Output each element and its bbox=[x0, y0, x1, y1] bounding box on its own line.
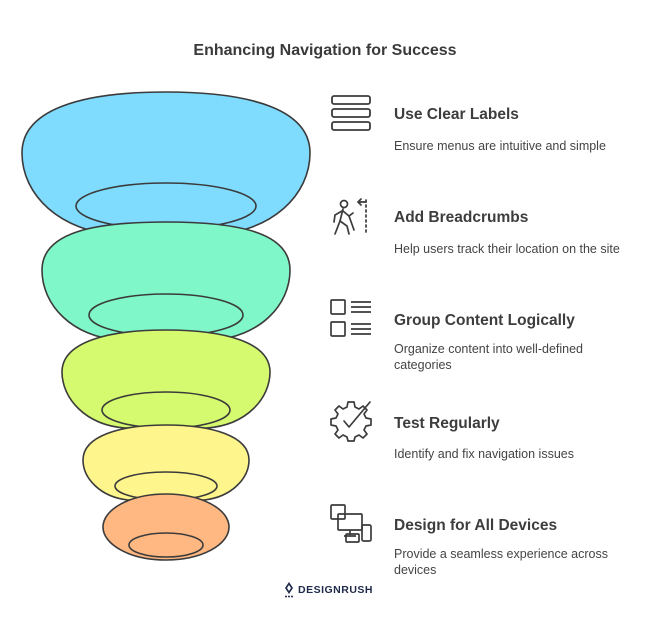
hiker-path-icon bbox=[333, 198, 367, 235]
item-desc-test-regularly: Identify and fix navigation issues bbox=[394, 447, 574, 461]
brand-name: DESIGNRUSH bbox=[298, 584, 374, 596]
grouped-list-icon bbox=[330, 299, 371, 337]
item-desc-clear-labels: Ensure menus are intuitive and simple bbox=[394, 139, 606, 153]
item-desc-all-devices: Provide a seamless experience across dev… bbox=[394, 547, 608, 577]
item-title-group-content: Group Content Logically bbox=[394, 312, 575, 329]
menu-lines-icon bbox=[331, 95, 371, 131]
designrush-brand: DESIGNRUSH bbox=[284, 581, 373, 599]
item-title-clear-labels: Use Clear Labels bbox=[394, 106, 519, 123]
item-title-all-devices: Design for All Devices bbox=[394, 517, 558, 534]
funnel-ring-3 bbox=[101, 391, 231, 429]
item-title-breadcrumbs: Add Breadcrumbs bbox=[394, 209, 529, 226]
devices-icon bbox=[330, 504, 372, 543]
gear-check-icon bbox=[330, 401, 372, 442]
funnel-ring-5 bbox=[128, 532, 204, 558]
designrush-logo-icon bbox=[285, 582, 293, 598]
item-desc-breadcrumbs: Help users track their location on the s… bbox=[394, 242, 620, 256]
item-desc-group-content: Organize content into well-defined categ… bbox=[394, 342, 584, 372]
item-title-test-regularly: Test Regularly bbox=[394, 415, 500, 432]
diagram-title: Enhancing Navigation for Success bbox=[193, 42, 457, 59]
